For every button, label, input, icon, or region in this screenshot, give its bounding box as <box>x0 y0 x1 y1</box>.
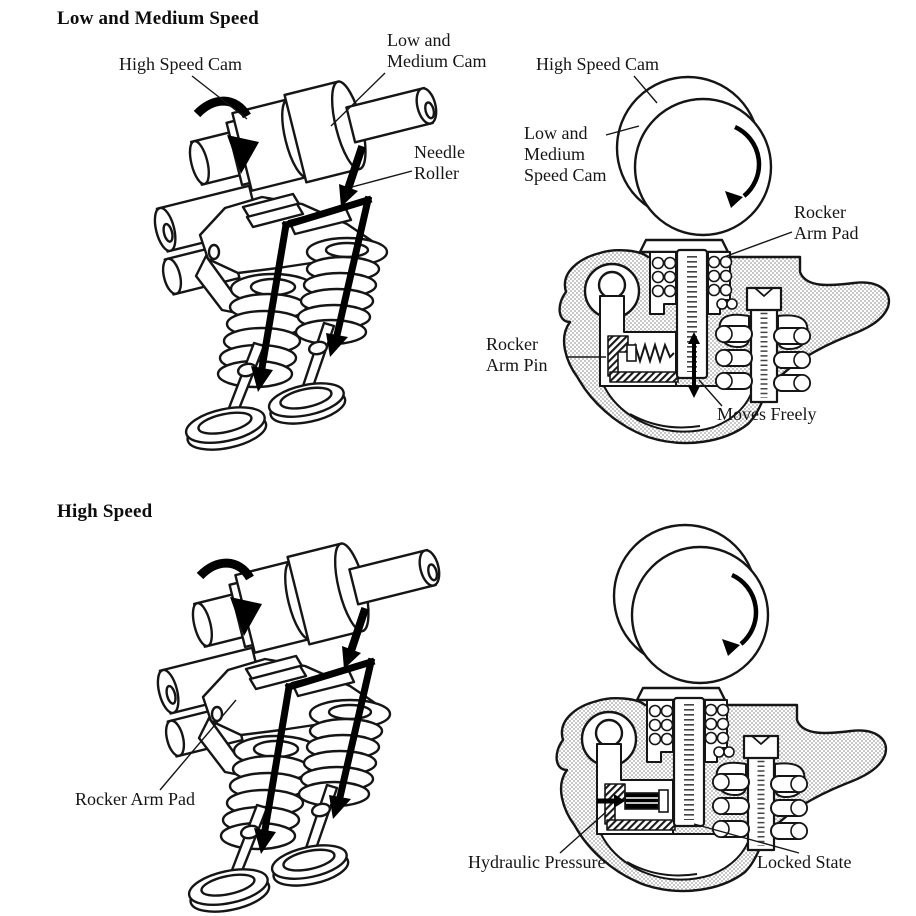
label-line: Medium <box>524 144 585 164</box>
label-high-speed-cam-left: High Speed Cam <box>119 54 242 74</box>
heading-high-speed: High Speed <box>57 501 153 522</box>
moves-freely-markers <box>626 332 700 398</box>
label-locked-state: Locked State <box>757 852 852 872</box>
label-low-medium-speed-cam: Low and Medium Speed Cam <box>524 123 607 186</box>
label-line: Rocker <box>486 334 538 354</box>
label-line: Needle <box>414 142 465 162</box>
label-line: Speed Cam <box>524 165 607 185</box>
leader-lines <box>159 72 800 854</box>
perspective-view-high-speed <box>154 522 449 916</box>
heading-low-medium-speed: Low and Medium Speed <box>57 8 259 29</box>
label-rocker-arm-pad-right: Rocker Arm Pad <box>794 202 859 244</box>
label-line: Low and <box>387 30 451 50</box>
label-line: Low and <box>524 123 588 143</box>
label-line: Rocker <box>794 202 846 222</box>
cross-section-low-medium <box>560 77 889 443</box>
label-line: Arm Pin <box>486 355 548 375</box>
label-high-speed-cam-right: High Speed Cam <box>536 54 659 74</box>
label-line: Medium Cam <box>387 51 487 71</box>
label-rocker-arm-pin: Rocker Arm Pin <box>486 334 548 376</box>
label-moves-freely: Moves Freely <box>717 404 817 424</box>
label-line: Arm Pad <box>794 223 859 243</box>
label-low-medium-cam: Low and Medium Cam <box>387 30 487 72</box>
label-needle-roller: Needle Roller <box>414 142 465 184</box>
label-rocker-arm-pad-bottom: Rocker Arm Pad <box>75 789 195 809</box>
locked-state-markers <box>597 789 669 813</box>
perspective-view-low-medium <box>151 60 446 456</box>
label-hydraulic-pressure: Hydraulic Pressure <box>468 852 606 872</box>
cross-section-high-speed <box>557 525 886 891</box>
label-line: Roller <box>414 163 459 183</box>
